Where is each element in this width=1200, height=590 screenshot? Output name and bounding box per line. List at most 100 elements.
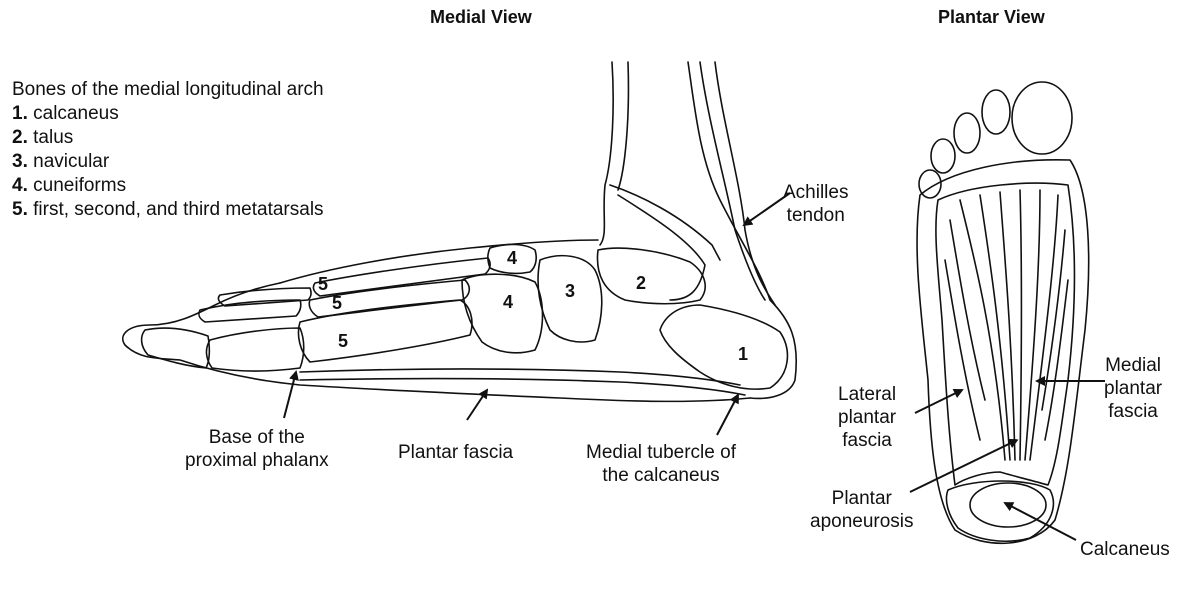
fascia-fiber xyxy=(1024,189,1041,461)
bone-talus xyxy=(596,247,706,305)
arrow-lateral-fascia xyxy=(914,389,964,414)
fascia-fiber xyxy=(949,219,986,401)
bone-metatarsal-3 xyxy=(312,257,491,297)
label-line: aponeurosis xyxy=(810,511,914,532)
label-medial-tubercle: Medial tubercle of the calcaneus xyxy=(586,441,736,487)
fascia-fiber xyxy=(959,199,1006,461)
legend-text: cuneiforms xyxy=(33,175,127,196)
achilles-line-2 xyxy=(699,61,766,301)
label-line: Medial tubercle of xyxy=(586,442,736,463)
legend-item: 4. cuneiforms xyxy=(12,174,324,198)
leg-inner-line xyxy=(617,61,630,191)
label-plantar-aponeurosis: Plantar aponeurosis xyxy=(810,487,914,533)
bone-distal-phalanx xyxy=(140,327,211,369)
bone-number-metatarsal-top: 5 xyxy=(318,274,328,294)
bone-number-cuneiform-upper: 4 xyxy=(507,248,517,268)
legend-item: 1. calcaneus xyxy=(12,102,324,126)
leader-arrows xyxy=(283,192,1105,541)
fascia-fiber xyxy=(944,259,981,441)
legend-heading: Bones of the medial longitudinal arch xyxy=(12,79,324,100)
bone-calcaneus xyxy=(659,304,789,390)
fascia-fiber xyxy=(1044,279,1069,441)
label-line: fascia xyxy=(842,430,892,451)
legend-item: 3. navicular xyxy=(12,150,324,174)
arrow-aponeurosis xyxy=(909,438,1019,493)
toe-lesser-1 xyxy=(198,299,302,323)
fascia-fiber xyxy=(999,191,1016,461)
fascia-fiber xyxy=(979,194,1011,461)
fascia-outline xyxy=(935,182,1076,486)
leg-outline xyxy=(599,61,614,246)
plantar-foot xyxy=(916,81,1090,545)
label-lateral-plantar-fascia: Lateral plantar fascia xyxy=(838,383,896,452)
toe-fifth xyxy=(918,169,942,199)
label-line: the calcaneus xyxy=(602,465,720,486)
bone-number-navicular: 3 xyxy=(565,281,575,301)
label-line: plantar xyxy=(1104,378,1163,399)
label-line: plantar xyxy=(838,407,897,428)
bone-metatarsal-1 xyxy=(297,299,473,363)
bone-number-cuneiform-lower: 4 xyxy=(503,292,513,312)
legend-number: 3. xyxy=(12,151,28,172)
legend-number: 1. xyxy=(12,103,28,124)
medial-foot xyxy=(122,61,798,403)
label-line: tendon xyxy=(786,205,845,226)
label-line: Plantar xyxy=(831,488,892,509)
bone-number-calcaneus: 1 xyxy=(738,344,748,364)
arrow-base-phalanx xyxy=(283,370,299,419)
plantar-view-title: Plantar View xyxy=(938,7,1045,27)
plantar-fascia-band xyxy=(299,377,746,396)
label-achilles-tendon: Achilles tendon xyxy=(783,181,848,227)
label-line: Lateral xyxy=(838,384,897,405)
toe-lesser-2 xyxy=(217,287,312,307)
shin-front xyxy=(609,184,721,261)
legend-text: first, second, and third metatarsals xyxy=(33,199,324,220)
bone-proximal-phalanx xyxy=(205,327,305,372)
fascia-fiber xyxy=(1019,189,1023,461)
arrow-plantar-fascia xyxy=(466,388,489,421)
label-base-proximal-phalanx: Base of the proximal phalanx xyxy=(185,426,329,472)
legend-number: 5. xyxy=(12,199,28,220)
fascia-fiber xyxy=(1029,194,1059,461)
arrow-achilles xyxy=(742,192,791,227)
label-plantar-fascia: Plantar fascia xyxy=(398,442,514,463)
bone-metatarsal-2 xyxy=(308,279,471,318)
legend-number: 2. xyxy=(12,127,28,148)
arrow-calcaneus xyxy=(1003,502,1077,541)
bone-cuneiform-upper xyxy=(486,243,537,275)
legend-item: 5. first, second, and third metatarsals xyxy=(12,198,324,222)
label-line: Achilles xyxy=(783,182,849,203)
plantar-fascia-band-2 xyxy=(299,368,741,386)
bone-cuneiform-lower xyxy=(461,273,544,354)
bone-number-talus: 2 xyxy=(636,273,646,293)
toe-second xyxy=(981,89,1011,135)
heel-outer xyxy=(945,480,1055,542)
bone-number-metatarsal-mid: 5 xyxy=(332,293,342,313)
toe-big xyxy=(1011,81,1073,155)
label-line: proximal phalanx xyxy=(185,450,329,471)
bone-number-metatarsal-low: 5 xyxy=(338,331,348,351)
label-line: fascia xyxy=(1108,401,1158,422)
label-line: Medial xyxy=(1105,355,1162,376)
leg-back-outline xyxy=(687,61,798,400)
arrow-medial-tubercle xyxy=(716,393,739,436)
legend-item: 2. talus xyxy=(12,126,324,150)
medial-view-title: Medial View xyxy=(430,7,532,27)
dorsum-outline xyxy=(279,239,599,284)
sole-outline xyxy=(122,282,751,403)
toe-third xyxy=(953,112,981,154)
malleolus xyxy=(617,194,706,301)
legend-text: navicular xyxy=(33,151,110,172)
legend-text: calcaneus xyxy=(33,103,119,124)
label-calcaneus: Calcaneus xyxy=(1080,539,1170,560)
fascia-fiber xyxy=(1041,229,1066,411)
bone-legend: Bones of the medial longitudinal arch 1.… xyxy=(12,78,324,222)
label-medial-plantar-fascia: Medial plantar fascia xyxy=(1104,354,1162,423)
label-line: Base of the xyxy=(208,427,305,448)
toe-fourth xyxy=(930,138,956,174)
heel-calcaneus xyxy=(969,482,1047,528)
legend-number: 4. xyxy=(12,175,28,196)
sole-outer xyxy=(916,158,1090,545)
legend-text: talus xyxy=(33,127,74,148)
